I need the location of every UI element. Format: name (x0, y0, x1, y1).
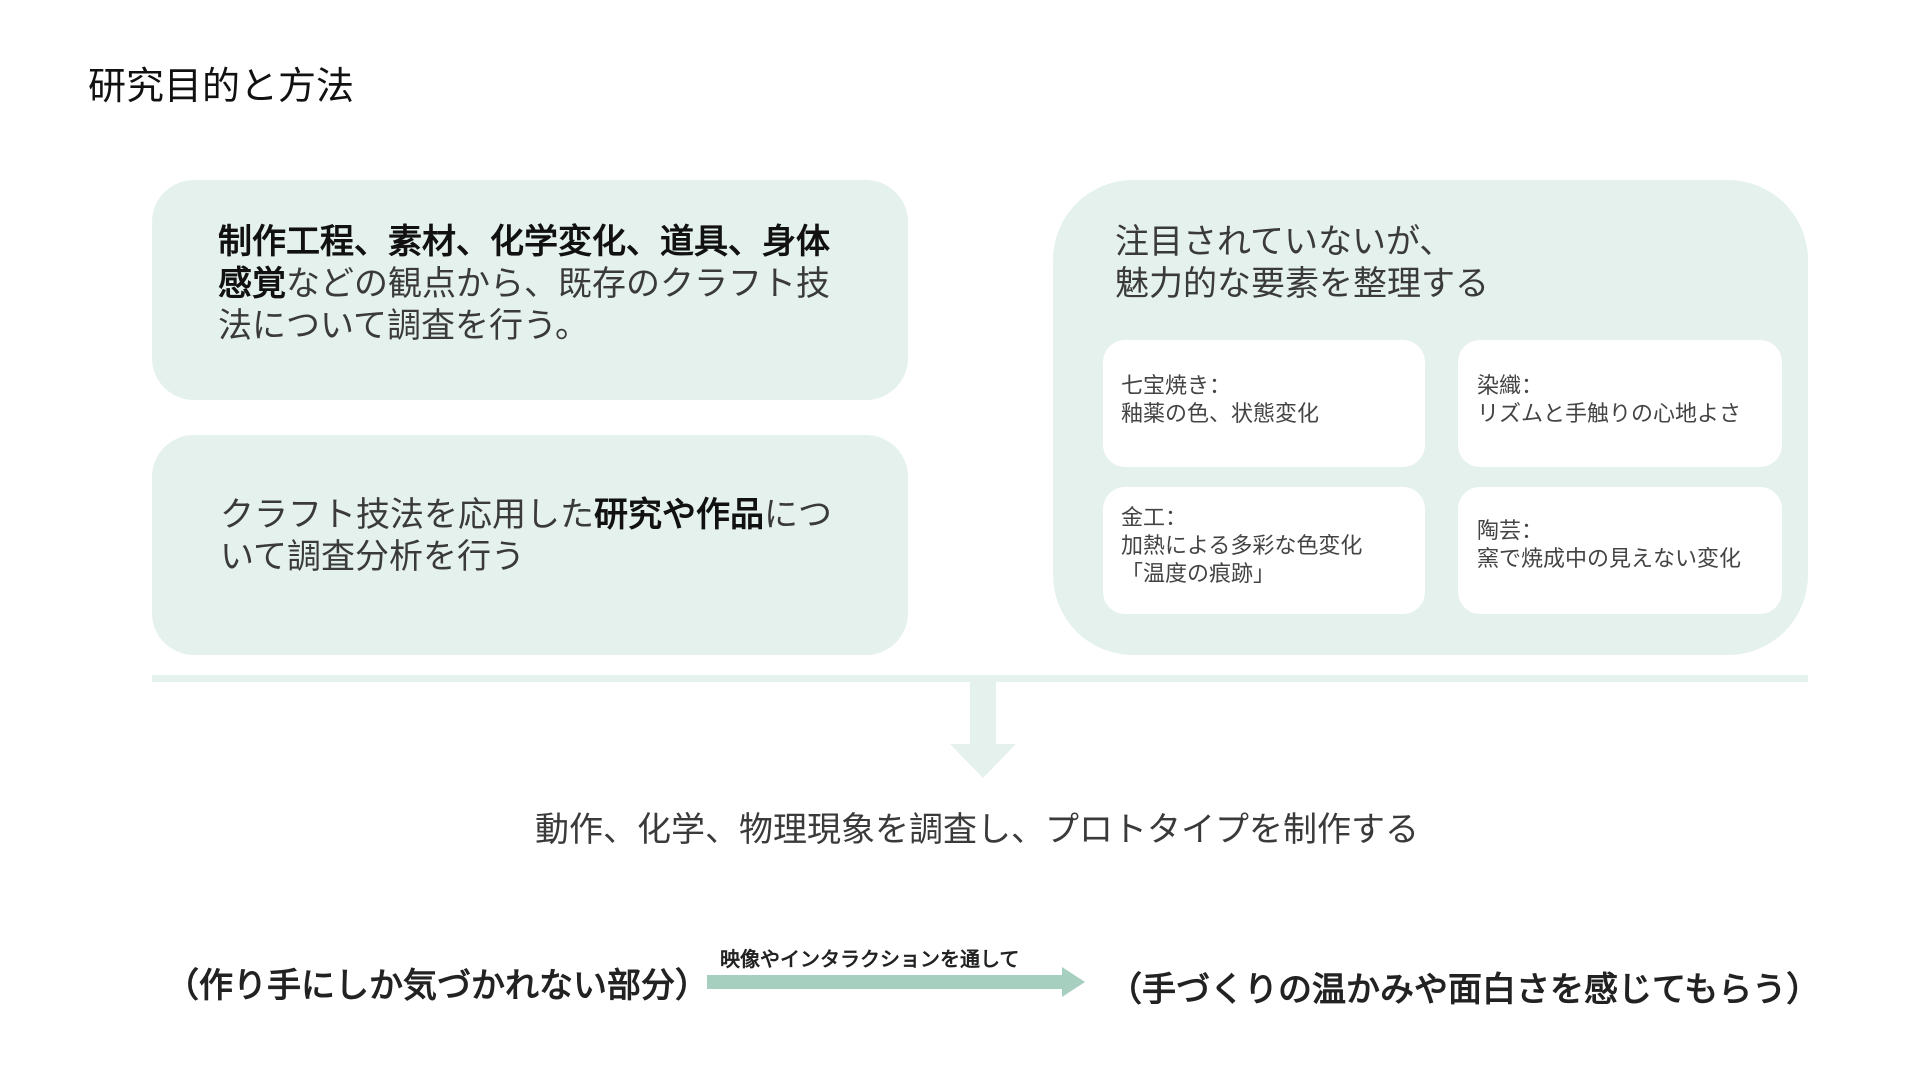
card-tougei-text: 陶芸： 窯で焼成中の見えない変化 (1477, 518, 1741, 574)
card-heading: 金工： (1121, 506, 1188, 531)
card-senshoku (1458, 340, 1782, 467)
card-shippoyaki-text: 七宝焼き： 釉薬の色、状態変化 (1121, 373, 1319, 429)
card-line: 加熱による多彩な色変化 (1121, 534, 1363, 559)
panel-organize-elements-heading: 注目されていないが、 魅力的な要素を整理する (1115, 221, 1755, 305)
card-senshoku-text: 染織： リズムと手触りの心地よさ (1477, 373, 1741, 429)
panel-analyze-works-pre: クラフト技法を応用した (220, 495, 594, 535)
panel-survey-techniques-text: 制作工程、素材、化学変化、道具、身体感覚などの観点から、既存のクラフト技法につい… (218, 221, 858, 347)
panel-organize-elements-heading-line2: 魅力的な要素を整理する (1115, 264, 1489, 304)
card-kinko (1103, 487, 1425, 614)
arrow-label: 映像やインタラクションを通して (720, 947, 1020, 971)
card-heading: 染織： (1477, 374, 1544, 399)
card-line: 釉薬の色、状態変化 (1121, 402, 1320, 427)
card-kinko-text: 金工： 加熱による多彩な色変化 「温度の痕跡」 (1121, 505, 1362, 589)
panel-analyze-works-bold: 研究や作品 (594, 495, 764, 535)
panel-organize-elements-heading-line1: 注目されていないが、 (1115, 222, 1454, 262)
audience-feel-text: （手づくりの温かみや面白さを感じてもらう） (1108, 970, 1821, 1010)
card-line: 「温度の痕跡」 (1121, 562, 1276, 587)
card-line: リズムと手触りの心地よさ (1477, 402, 1742, 427)
card-heading: 七宝焼き： (1121, 374, 1232, 399)
merge-divider-line (152, 675, 1808, 682)
maker-only-text: （作り手にしか気づかれない部分） (165, 966, 709, 1006)
down-arrow-shape (950, 680, 1016, 778)
right-arrow-shape (707, 967, 1085, 997)
panel-survey-techniques-bold: 制作工程、素材、化学変化、道具、身体感覚 (218, 222, 830, 304)
panel-survey-techniques (152, 180, 908, 400)
process-text: 動作、化学、物理現象を調査し、プロトタイプを制作する (535, 810, 1419, 850)
card-heading: 陶芸： (1477, 519, 1544, 544)
panel-analyze-works-text: クラフト技法を応用した研究や作品について調査分析を行う (220, 494, 860, 578)
panel-analyze-works (152, 435, 908, 655)
panel-survey-techniques-rest: などの観点から、既存のクラフト技法について調査を行う。 (218, 264, 830, 346)
down-arrow-icon (950, 680, 1016, 778)
panel-analyze-works-post: について調査分析を行う (220, 495, 832, 577)
card-tougei (1458, 487, 1782, 614)
right-arrow-icon (707, 967, 1085, 997)
slide-title: 研究目的と方法 (88, 64, 355, 108)
card-line: 窯で焼成中の見えない変化 (1477, 547, 1742, 572)
card-shippoyaki (1103, 340, 1425, 467)
